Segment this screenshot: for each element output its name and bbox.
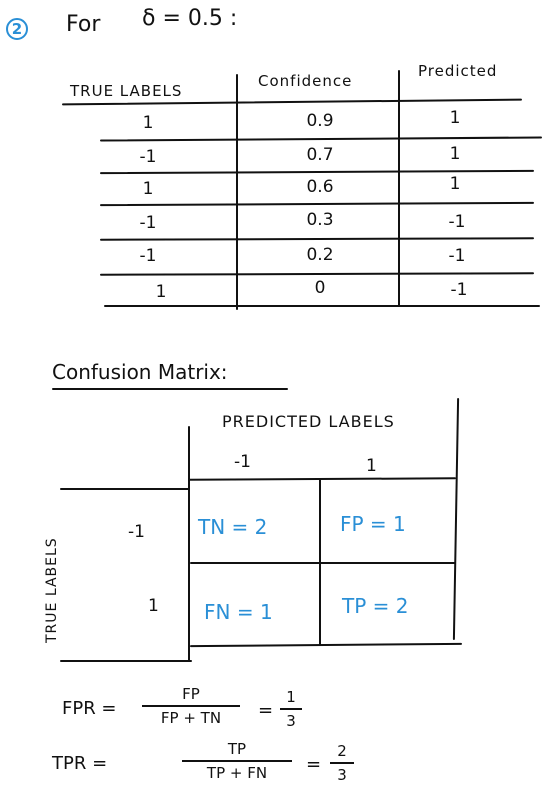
fpr-fraction: FP FP + TN — [142, 685, 240, 727]
header-true-labels: TRUE LABELS — [70, 82, 183, 100]
fpr-result: 1 3 — [280, 688, 302, 730]
title-underline — [52, 388, 288, 390]
confidence-cell: 0.9 — [306, 111, 334, 131]
tpr-fraction: TP TP + FN — [182, 740, 292, 782]
predicted-labels-header: PREDICTED LABELS — [222, 412, 395, 431]
predicted-cell: -1 — [448, 212, 466, 232]
fpr-result-denominator: 3 — [286, 712, 296, 730]
row-label-neg: -1 — [128, 522, 145, 542]
confidence-cell: 0.2 — [306, 245, 334, 265]
fpr-lhs: FPR = — [62, 698, 117, 719]
matrix-right-border — [452, 398, 460, 640]
problem-number: 2 — [11, 20, 23, 38]
row-label-pos: 1 — [148, 596, 159, 616]
matrix-left-border — [188, 426, 190, 662]
true-labels-text: TRUE LABELS — [44, 537, 60, 643]
confidence-cell: 0.7 — [306, 145, 334, 165]
table-rule — [99, 201, 535, 207]
predicted-cell: -1 — [448, 246, 466, 266]
problem-heading: For — [66, 12, 101, 37]
confusion-matrix-title: Confusion Matrix: — [52, 360, 228, 384]
table-rule — [99, 272, 535, 276]
table-rule — [99, 136, 543, 142]
confidence-cell: 0 — [314, 278, 326, 298]
tpr-result: 2 3 — [330, 742, 354, 784]
fp-cell: FP = 1 — [340, 512, 406, 536]
tpr-denominator: TP + FN — [206, 764, 268, 782]
predicted-cell: 1 — [449, 174, 461, 194]
table-col-divider-2 — [398, 70, 400, 306]
fn-cell: FN = 1 — [204, 600, 273, 624]
fraction-bar — [280, 708, 302, 710]
matrix-row-header-top — [60, 488, 190, 490]
predicted-cell: 1 — [449, 144, 461, 164]
matrix-bottom-border — [189, 642, 463, 648]
matrix-row-header-bottom — [60, 660, 192, 662]
fraction-bar — [182, 760, 292, 762]
fpr-result-numerator: 1 — [286, 688, 296, 706]
threshold-expression: δ = 0.5 : — [142, 6, 238, 31]
tpr-numerator: TP — [227, 740, 247, 758]
true-label-cell: 1 — [142, 113, 154, 133]
true-label-cell: -1 — [139, 246, 157, 266]
true-label-cell: -1 — [139, 213, 157, 233]
confidence-cell: 0.3 — [306, 210, 334, 230]
fraction-bar — [142, 705, 240, 707]
col-label-pos: 1 — [366, 456, 377, 476]
true-label-cell: 1 — [142, 179, 154, 199]
fpr-equals: = — [258, 700, 274, 721]
problem-number-circle: 2 — [6, 18, 28, 40]
fpr-numerator: FP — [182, 685, 200, 703]
header-predicted: Predicted — [418, 62, 498, 80]
matrix-top-border — [187, 477, 457, 481]
table-rule — [104, 305, 540, 307]
table-rule — [99, 237, 535, 241]
col-label-neg: -1 — [234, 452, 251, 472]
tpr-result-numerator: 2 — [337, 742, 347, 760]
fraction-bar — [330, 762, 354, 764]
header-confidence: Confidence — [258, 72, 353, 90]
matrix-mid-horizontal — [190, 562, 456, 564]
tn-cell: TN = 2 — [198, 515, 268, 539]
predicted-cell: 1 — [449, 108, 461, 128]
tpr-result-denominator: 3 — [337, 766, 347, 784]
true-label-cell: -1 — [139, 147, 157, 167]
table-col-divider-1 — [236, 74, 238, 310]
tpr-equals: = — [306, 754, 322, 775]
confidence-cell: 0.6 — [306, 177, 334, 197]
true-label-cell: 1 — [155, 282, 167, 302]
fpr-denominator: FP + TN — [160, 709, 222, 727]
tpr-lhs: TPR = — [52, 753, 108, 774]
tp-cell: TP = 2 — [342, 594, 409, 618]
predicted-cell: -1 — [450, 280, 468, 300]
